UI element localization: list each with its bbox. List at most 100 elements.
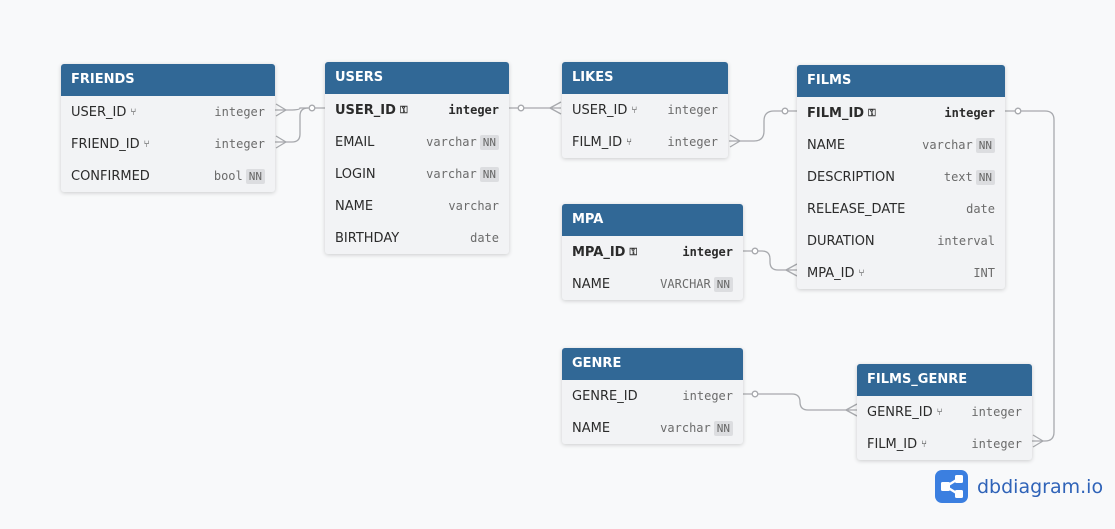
- field-name-text: DURATION: [807, 233, 875, 249]
- field-name-text: CONFIRMED: [71, 168, 150, 184]
- field-type: integer: [682, 389, 733, 403]
- field-type: integer: [971, 405, 1022, 419]
- link-icon: ⑂: [921, 438, 928, 450]
- field-name: LOGIN: [335, 167, 426, 182]
- table-header[interactable]: FILMS_GENRE: [857, 364, 1032, 396]
- one-marker-films: [781, 107, 789, 115]
- field-name-text: NAME: [572, 276, 611, 292]
- field-name-text: LOGIN: [335, 166, 376, 182]
- field-type: varchar: [660, 421, 711, 435]
- field-name: EMAIL: [335, 135, 426, 150]
- one-marker-films-genre: [1014, 107, 1022, 115]
- not-null-badge: NN: [975, 137, 995, 153]
- table-header[interactable]: GENRE: [562, 348, 743, 380]
- field-name-text: FILM_ID: [572, 134, 623, 150]
- one-marker-users: [308, 104, 316, 112]
- not-null-badge: NN: [713, 276, 733, 292]
- field-type: INT: [973, 266, 995, 280]
- field-row[interactable]: FILM_ID⑂integer: [562, 126, 728, 158]
- field-name: FILM_ID⚿: [807, 106, 944, 121]
- dbdiagram-logo[interactable]: dbdiagram.io: [935, 470, 1103, 503]
- field-name-text: NAME: [335, 198, 374, 214]
- field-row[interactable]: BIRTHDAY date: [325, 222, 509, 254]
- field-type: date: [966, 202, 995, 216]
- field-row[interactable]: FRIEND_ID⑂integer: [61, 128, 275, 160]
- dbdiagram-logo-icon: [935, 470, 968, 503]
- link-icon: ⑂: [130, 106, 137, 118]
- field-name-text: FILM_ID: [867, 436, 918, 452]
- field-name-text: EMAIL: [335, 134, 375, 150]
- table-header[interactable]: MPA: [562, 204, 743, 236]
- field-name: USER_ID⚿: [335, 103, 448, 118]
- field-type: integer: [214, 137, 265, 151]
- table-header[interactable]: USERS: [325, 62, 509, 94]
- key-icon: ⚿: [629, 246, 638, 258]
- field-type: varchar: [426, 167, 477, 181]
- field-name: GENRE_ID: [572, 389, 682, 404]
- field-type: integer: [448, 103, 499, 117]
- field-name-text: FILM_ID: [807, 105, 865, 121]
- field-name-text: NAME: [807, 137, 846, 153]
- field-row[interactable]: FILM_ID⑂integer: [857, 428, 1032, 460]
- field-type: date: [470, 231, 499, 245]
- field-row[interactable]: USER_ID⚿integer: [325, 94, 509, 126]
- field-row[interactable]: USER_ID⑂integer: [61, 96, 275, 128]
- dbdiagram-logo-text: dbdiagram.io: [977, 475, 1104, 498]
- field-type: VARCHAR: [660, 277, 711, 291]
- field-name: FILM_ID⑂: [867, 437, 971, 452]
- crowfoot-friends-user: [275, 103, 287, 117]
- field-type: text: [943, 170, 973, 184]
- field-name-text: BIRTHDAY: [335, 230, 400, 246]
- field-type: varchar: [922, 138, 973, 152]
- field-name-text: USER_ID: [335, 102, 396, 118]
- field-row[interactable]: GENRE_ID integer: [562, 380, 743, 412]
- crowfoot-filmsgenre-genre: [845, 403, 858, 417]
- crowfoot-likes-film: [729, 134, 741, 148]
- crowfoot-likes-user: [549, 101, 562, 115]
- field-name-text: DESCRIPTION: [807, 169, 895, 185]
- field-name: FRIEND_ID⑂: [71, 137, 214, 152]
- link-icon: ⑂: [936, 406, 943, 418]
- field-row[interactable]: MPA_ID⑂INT: [797, 257, 1005, 289]
- field-name-text: FRIEND_ID: [71, 136, 140, 152]
- table-header[interactable]: LIKES: [562, 62, 728, 94]
- key-icon: ⚿: [399, 104, 408, 116]
- field-name: DESCRIPTION: [807, 170, 944, 185]
- not-null-badge: NN: [479, 166, 499, 182]
- field-name: NAME: [572, 421, 660, 436]
- table-header[interactable]: FRIENDS: [61, 64, 275, 96]
- one-marker-users-likes: [517, 104, 525, 112]
- rel-genre-filmsgenre: [743, 393, 857, 411]
- field-row[interactable]: GENRE_ID⑂ integer: [857, 396, 1032, 428]
- key-icon: ⚿: [868, 107, 876, 119]
- rel-friends-user-users: [275, 107, 325, 111]
- field-type: integer: [944, 106, 995, 120]
- field-name-text: GENRE_ID: [867, 404, 933, 420]
- rel-likes-films: [729, 110, 797, 142]
- link-icon: ⑂: [143, 138, 150, 150]
- field-name-text: MPA_ID: [572, 244, 626, 260]
- table-header[interactable]: FILMS: [797, 65, 1005, 97]
- not-null-badge: NN: [975, 169, 995, 185]
- field-row[interactable]: FILM_ID⚿integer: [797, 97, 1005, 129]
- field-row[interactable]: MPA_ID⚿integer: [562, 236, 743, 268]
- field-row[interactable]: USER_ID⑂integer: [562, 94, 728, 126]
- field-name-text: GENRE_ID: [572, 388, 638, 404]
